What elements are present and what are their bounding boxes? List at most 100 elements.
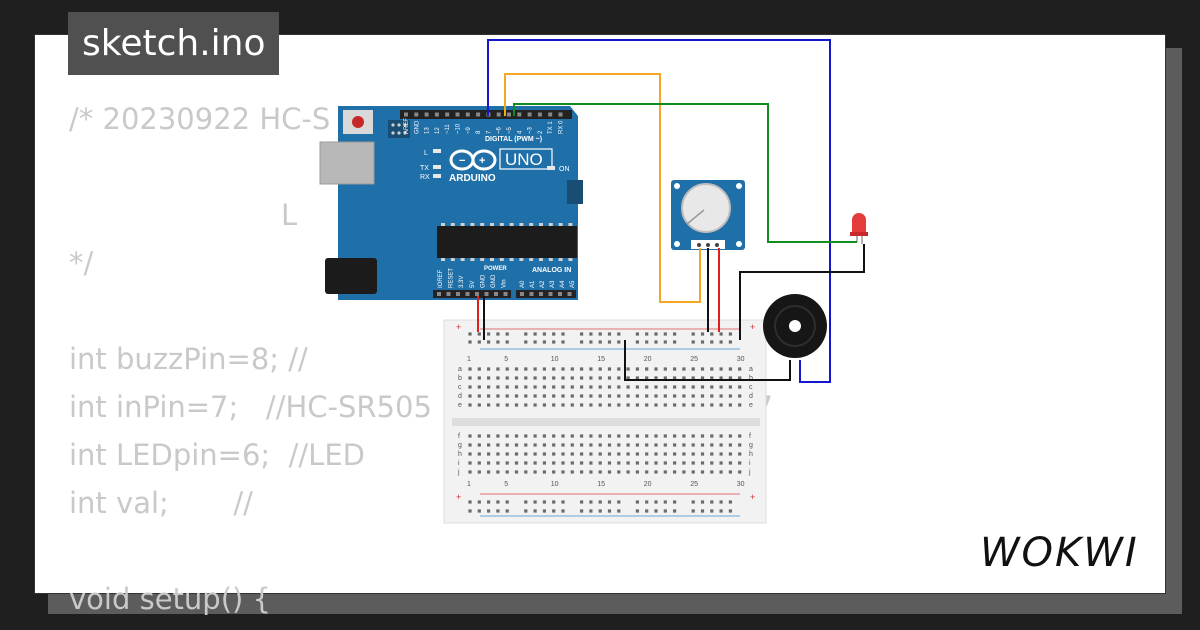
breadboard-hole[interactable]: [617, 385, 621, 389]
breadboard-hole[interactable]: [477, 367, 481, 371]
breadboard-hole[interactable]: [617, 367, 621, 371]
breadboard-hole[interactable]: [524, 367, 528, 371]
breadboard-hole[interactable]: [645, 385, 649, 389]
rail-hole[interactable]: [487, 509, 491, 513]
rail-hole[interactable]: [635, 332, 639, 336]
breadboard-hole[interactable]: [514, 452, 519, 456]
breadboard-hole[interactable]: [626, 376, 630, 380]
rail-hole[interactable]: [598, 500, 602, 504]
breadboard-hole[interactable]: [496, 376, 500, 380]
breadboard-hole[interactable]: [626, 461, 630, 465]
breadboard-hole[interactable]: [719, 461, 723, 465]
breadboard-hole[interactable]: [468, 443, 472, 447]
rail-hole[interactable]: [580, 332, 584, 336]
breadboard-hole[interactable]: [710, 376, 714, 380]
breadboard-hole[interactable]: [477, 376, 481, 380]
breadboard-hole[interactable]: [477, 470, 481, 474]
breadboard-hole[interactable]: [645, 470, 649, 474]
breadboard-hole[interactable]: [468, 452, 472, 456]
rail-hole[interactable]: [607, 500, 612, 504]
breadboard-hole[interactable]: [468, 470, 472, 474]
rail-hole[interactable]: [487, 500, 491, 504]
breadboard-hole[interactable]: [738, 376, 742, 380]
breadboard-hole[interactable]: [728, 443, 732, 447]
breadboard-hole[interactable]: [719, 367, 723, 371]
rail-hole[interactable]: [580, 500, 584, 504]
breadboard-hole[interactable]: [505, 452, 509, 456]
breadboard-hole[interactable]: [598, 403, 602, 407]
breadboard-hole[interactable]: [589, 452, 593, 456]
breadboard-hole[interactable]: [533, 367, 537, 371]
preview-card[interactable]: /* 20230922 HC-S L*/int buzzPin=8; //int…: [34, 34, 1166, 616]
breadboard-hole[interactable]: [654, 452, 658, 456]
breadboard-hole[interactable]: [589, 403, 593, 407]
rail-hole[interactable]: [561, 340, 565, 344]
rail-hole[interactable]: [654, 500, 658, 504]
breadboard-hole[interactable]: [654, 403, 658, 407]
reset-button[interactable]: [352, 116, 364, 128]
rail-hole[interactable]: [477, 509, 481, 513]
breadboard-hole[interactable]: [607, 452, 612, 456]
breadboard-hole[interactable]: [514, 403, 519, 407]
breadboard-hole[interactable]: [561, 403, 565, 407]
breadboard-hole[interactable]: [580, 394, 584, 398]
breadboard-hole[interactable]: [487, 461, 491, 465]
breadboard-hole[interactable]: [607, 367, 612, 371]
breadboard-hole[interactable]: [682, 394, 686, 398]
rail-hole[interactable]: [505, 340, 509, 344]
breadboard-hole[interactable]: [673, 461, 677, 465]
breadboard-hole[interactable]: [682, 376, 686, 380]
breadboard-hole[interactable]: [673, 470, 677, 474]
breadboard-hole[interactable]: [589, 376, 593, 380]
rail-hole[interactable]: [505, 500, 509, 504]
breadboard-hole[interactable]: [487, 434, 491, 438]
breadboard-hole[interactable]: [505, 394, 509, 398]
breadboard-hole[interactable]: [626, 470, 630, 474]
breadboard-hole[interactable]: [505, 461, 509, 465]
breadboard-hole[interactable]: [589, 443, 593, 447]
breadboard-hole[interactable]: [654, 376, 658, 380]
breadboard-hole[interactable]: [487, 394, 491, 398]
rail-hole[interactable]: [728, 509, 732, 513]
breadboard-hole[interactable]: [617, 470, 621, 474]
rail-hole[interactable]: [542, 500, 546, 504]
breadboard-hole[interactable]: [533, 452, 537, 456]
rail-hole[interactable]: [654, 332, 658, 336]
breadboard-hole[interactable]: [580, 461, 584, 465]
breadboard-hole[interactable]: [542, 443, 546, 447]
rail-hole[interactable]: [728, 500, 732, 504]
breadboard-hole[interactable]: [635, 385, 639, 389]
rail-hole[interactable]: [524, 340, 528, 344]
breadboard-hole[interactable]: [524, 394, 528, 398]
breadboard-hole[interactable]: [617, 434, 621, 438]
rail-hole[interactable]: [589, 509, 593, 513]
breadboard-hole[interactable]: [580, 385, 584, 389]
rail-hole[interactable]: [719, 500, 723, 504]
breadboard-hole[interactable]: [570, 452, 574, 456]
rail-hole[interactable]: [561, 509, 565, 513]
breadboard-hole[interactable]: [738, 385, 742, 389]
breadboard-hole[interactable]: [570, 394, 574, 398]
breadboard-hole[interactable]: [607, 443, 612, 447]
breadboard-hole[interactable]: [710, 443, 714, 447]
rail-hole[interactable]: [710, 500, 714, 504]
breadboard-hole[interactable]: [645, 376, 649, 380]
breadboard-hole[interactable]: [533, 403, 537, 407]
rail-hole[interactable]: [617, 340, 621, 344]
breadboard-hole[interactable]: [598, 452, 602, 456]
breadboard-hole[interactable]: [654, 443, 658, 447]
breadboard-hole[interactable]: [552, 367, 556, 371]
rail-hole[interactable]: [607, 340, 612, 344]
breadboard-hole[interactable]: [468, 367, 472, 371]
breadboard-hole[interactable]: [719, 376, 723, 380]
breadboard-hole[interactable]: [477, 403, 481, 407]
breadboard-hole[interactable]: [719, 470, 723, 474]
breadboard-hole[interactable]: [524, 452, 528, 456]
breadboard-hole[interactable]: [477, 385, 481, 389]
rail-hole[interactable]: [561, 332, 565, 336]
breadboard-hole[interactable]: [598, 394, 602, 398]
rail-hole[interactable]: [617, 500, 621, 504]
breadboard-hole[interactable]: [589, 434, 593, 438]
breadboard-hole[interactable]: [496, 470, 500, 474]
